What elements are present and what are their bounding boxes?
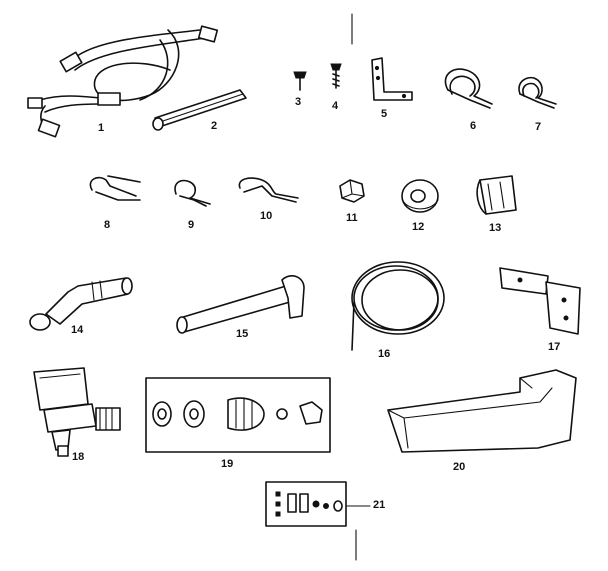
part-13-clip	[476, 175, 517, 215]
part-label-15: 15	[236, 328, 249, 340]
part-label-1: 1	[98, 122, 105, 134]
part-18-valve	[33, 367, 121, 457]
part-17-bracket	[499, 267, 581, 335]
part-14-elbow-tube	[29, 277, 133, 331]
part-label-7: 7	[535, 121, 542, 133]
part-label-6: 6	[470, 120, 477, 132]
part-label-21: 21	[373, 499, 386, 511]
part-16-tubing-coil	[351, 261, 445, 351]
part-6-clamp	[444, 68, 493, 109]
part-label-17: 17	[548, 341, 561, 353]
part-label-16: 16	[378, 348, 391, 360]
part-15-tube	[176, 275, 305, 334]
part-11-nut	[339, 179, 365, 203]
part-19-fittings-panel	[145, 377, 331, 453]
part-label-8: 8	[104, 219, 111, 231]
part-label-9: 9	[188, 219, 195, 231]
part-label-2: 2	[211, 120, 218, 132]
part-label-18: 18	[72, 451, 85, 463]
part-label-19: 19	[221, 458, 234, 470]
part-label-3: 3	[295, 96, 302, 108]
part-2-strip	[152, 89, 247, 131]
part-4-screw	[330, 63, 342, 89]
part-20-ice-tray	[387, 369, 577, 453]
part-8-clip	[89, 175, 141, 201]
part-label-5: 5	[381, 108, 388, 120]
part-label-13: 13	[489, 222, 502, 234]
part-3-screw	[293, 71, 307, 91]
part-label-20: 20	[453, 461, 466, 473]
part-21-hardware-kit	[265, 481, 371, 527]
part-label-11: 11	[346, 212, 358, 224]
part-7-clamp	[518, 76, 557, 109]
part-label-14: 14	[71, 324, 84, 336]
part-5-bracket	[371, 57, 413, 101]
part-9-clamp	[174, 179, 211, 207]
part-10-clamp	[238, 177, 299, 203]
part-12-washer	[401, 179, 439, 213]
part-label-12: 12	[412, 221, 425, 233]
part-label-10: 10	[260, 210, 273, 222]
part-1-wire-harness	[27, 25, 219, 138]
part-label-4: 4	[332, 100, 339, 112]
